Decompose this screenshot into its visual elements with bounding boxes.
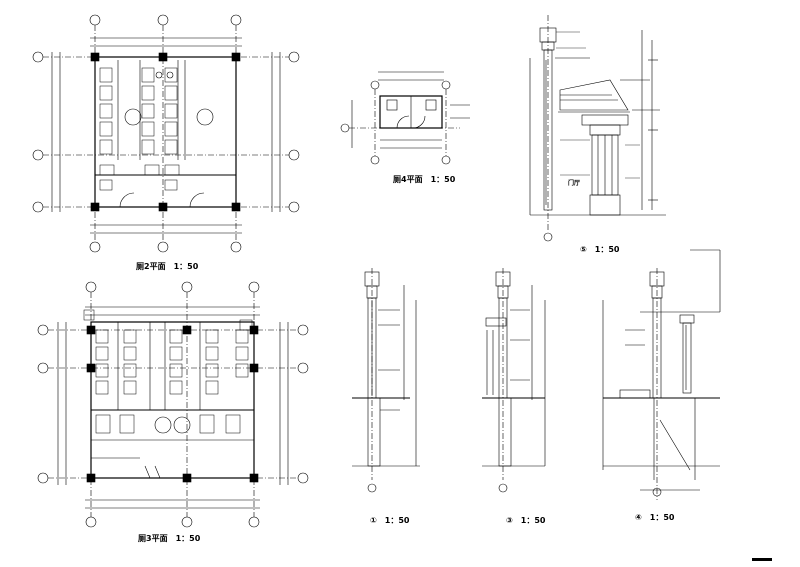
- plan-4-title-scale: 1：50: [430, 175, 456, 184]
- door-hall-note: 门厅: [568, 180, 581, 187]
- section-5-title: ⑤ 1：50: [580, 244, 619, 255]
- plan-3-title-name: 厕3平面: [138, 534, 168, 543]
- plan-2-drawing: [32, 14, 300, 253]
- section-2-title-num: ③: [506, 516, 513, 525]
- plan-3-title: 厕3平面 1：50: [138, 533, 200, 544]
- section-3-drawing: [602, 249, 721, 500]
- section-3-title-scale: 1：50: [649, 513, 675, 522]
- plan-2-title: 厕2平面 1：50: [136, 261, 198, 272]
- section-1-drawing: [352, 268, 420, 493]
- section-2-drawing: [482, 268, 546, 493]
- section-3-title: ④ 1：50: [635, 512, 674, 523]
- section-2-title: ③ 1：50: [506, 515, 545, 526]
- section-3-title-num: ④: [635, 513, 642, 522]
- title-stamp: [752, 558, 772, 561]
- section-5-title-num: ⑤: [580, 245, 587, 254]
- section-5-drawing: [529, 15, 666, 242]
- section-1-title: ① 1：50: [370, 515, 409, 526]
- section-5-title-scale: 1：50: [594, 245, 620, 254]
- plan-4-title-name: 厕4平面: [393, 175, 423, 184]
- plan-3-drawing: [37, 281, 309, 528]
- plan-2-title-scale: 1：50: [173, 262, 199, 271]
- plan-2-title-name: 厕2平面: [136, 262, 166, 271]
- section-1-title-scale: 1：50: [384, 516, 410, 525]
- plan-3-title-scale: 1：50: [175, 534, 201, 543]
- section-1-title-num: ①: [370, 516, 377, 525]
- plan-4-title: 厕4平面 1：50: [393, 174, 455, 185]
- plan-4-drawing: [340, 71, 470, 165]
- section-2-title-scale: 1：50: [520, 516, 546, 525]
